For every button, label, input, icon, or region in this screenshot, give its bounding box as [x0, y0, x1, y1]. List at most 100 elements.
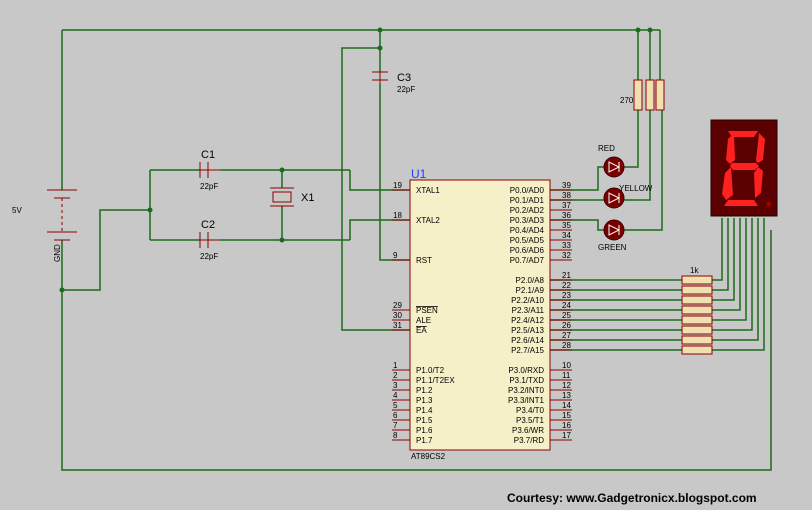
pin-number: 21 — [562, 271, 571, 280]
pin-name: P2.3/A11 — [512, 306, 545, 315]
pin-name: P3.4/T0 — [516, 406, 545, 415]
ic-right-pins: 39P0.0/AD038P0.1/AD137P0.2/AD236P0.3/AD3… — [508, 181, 572, 445]
pin-name: P1.4 — [416, 406, 433, 415]
res-270-label: 270 — [620, 96, 634, 105]
res-1k-label: 1k — [690, 266, 699, 275]
ic-pin-8: 8P1.7 — [392, 431, 433, 445]
led-green: GREEN — [598, 219, 627, 252]
pin-number: 27 — [562, 331, 571, 340]
ic-pin-4: 4P1.3 — [392, 391, 433, 405]
pin-number: 9 — [393, 251, 398, 260]
pin-name: P3.5/T1 — [516, 416, 545, 425]
pin-name: P2.0/A8 — [516, 276, 545, 285]
pin-number: 18 — [393, 211, 402, 220]
pin-name: P0.5/AD5 — [510, 236, 545, 245]
resistor-1k — [681, 345, 713, 355]
ic-pin-6: 6P1.5 — [392, 411, 433, 425]
pin-number: 35 — [562, 221, 571, 230]
ic-pin-2: 2P1.1/T2EX — [392, 371, 455, 385]
pin-name: P0.1/AD1 — [510, 196, 545, 205]
pin-name: XTAL1 — [416, 186, 440, 195]
ic-part-label: AT89CS2 — [411, 452, 446, 461]
pin-number: 29 — [393, 301, 402, 310]
pin-name: P1.2 — [416, 386, 433, 395]
resistor-1k — [681, 305, 713, 315]
resistor-270-bank: 270 — [620, 79, 665, 111]
resistor-1k — [681, 315, 713, 325]
c3-value: 22pF — [397, 85, 415, 94]
ic-pin-1: 1P1.0/T2 — [392, 361, 445, 375]
pin-number: 12 — [562, 381, 571, 390]
pin-name: P3.2/INT0 — [508, 386, 545, 395]
pin-name: RST — [416, 256, 432, 265]
pin-number: 4 — [393, 391, 398, 400]
credit-text: Courtesy: www.Gadgetronicx.blogspot.com — [507, 491, 757, 505]
x1-label: X1 — [301, 192, 314, 204]
pin-name: P2.6/A14 — [511, 336, 544, 345]
pin-number: 5 — [393, 401, 398, 410]
pin-number: 31 — [393, 321, 402, 330]
c1-label: C1 — [201, 149, 215, 161]
gnd-label: GND — [53, 244, 62, 262]
pin-name: P0.6/AD6 — [510, 246, 545, 255]
pin-name: P0.0/AD0 — [510, 186, 545, 195]
seven-segment-display — [710, 119, 778, 217]
pin-number: 26 — [562, 321, 571, 330]
pin-name: P1.3 — [416, 396, 433, 405]
capacitor-c3: C3 22pF — [372, 71, 415, 94]
battery: 5V GND — [12, 189, 77, 262]
pin-name: P2.2/A10 — [511, 296, 544, 305]
led-green-label: GREEN — [598, 243, 627, 252]
pin-number: 11 — [562, 371, 571, 380]
led-red-label: RED — [598, 144, 615, 153]
pin-name: P1.5 — [416, 416, 433, 425]
pin-name: ALE — [416, 316, 431, 325]
resistor-1k — [681, 295, 713, 305]
pin-name: EA — [416, 326, 427, 335]
pin-number: 32 — [562, 251, 571, 260]
c2-value: 22pF — [200, 252, 218, 261]
ic-left-pins: 19XTAL118XTAL29RST29PSEN30ALE31EA1P1.0/T… — [392, 181, 455, 445]
microcontroller-u1: U1 AT89CS2 19XTAL118XTAL29RST29PSEN30ALE… — [392, 167, 572, 461]
pin-number: 10 — [562, 361, 571, 370]
resistor-1k — [681, 325, 713, 335]
pin-number: 1 — [393, 361, 398, 370]
display-segments — [722, 131, 765, 206]
pin-number: 6 — [393, 411, 398, 420]
led-yellow: YELLOW — [603, 184, 653, 209]
pin-name: P2.4/A12 — [511, 316, 544, 325]
pin-number: 24 — [562, 301, 571, 310]
pin-name: P1.7 — [416, 436, 433, 445]
pin-number: 36 — [562, 211, 571, 220]
ic-pin-3: 3P1.2 — [392, 381, 433, 395]
pin-number: 19 — [393, 181, 402, 190]
pin-number: 13 — [562, 391, 571, 400]
resistor-1k — [681, 275, 713, 285]
pin-name: P2.1/A9 — [516, 286, 545, 295]
c2-label: C2 — [201, 219, 215, 231]
pin-number: 7 — [393, 421, 398, 430]
pin-number: 14 — [562, 401, 571, 410]
battery-label: 5V — [12, 206, 22, 215]
